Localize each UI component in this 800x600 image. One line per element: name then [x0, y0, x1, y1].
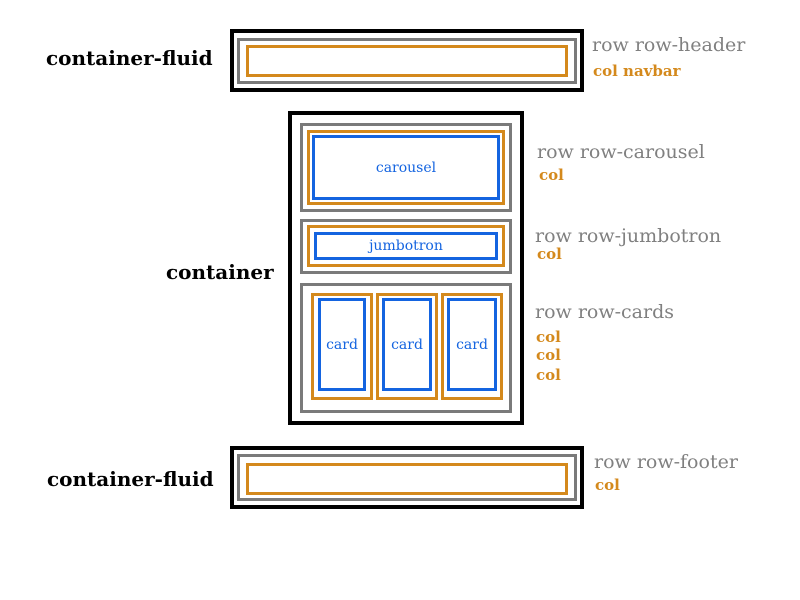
carousel-row-label: row row-carousel [537, 141, 705, 163]
card-col-box: card [376, 293, 438, 400]
card-col-box: card [441, 293, 503, 400]
jumbotron-component: jumbotron [314, 232, 498, 260]
carousel-component: carousel [312, 135, 500, 200]
main-container-label: container [166, 260, 274, 284]
footer-row-label: row row-footer [594, 451, 738, 473]
footer-row-box [237, 454, 577, 501]
footer-col-box [246, 463, 568, 495]
navbar-col-box [246, 45, 568, 77]
card-component: card [447, 298, 497, 391]
carousel-row-box: carousel [300, 123, 512, 212]
header-container-label: container-fluid [46, 46, 213, 70]
header-row-box [237, 38, 577, 84]
jumbotron-col-label: col [537, 245, 562, 263]
jumbotron-row-label: row row-jumbotron [535, 225, 722, 247]
footer-container-box [230, 446, 584, 509]
jumbotron-col-box: jumbotron [307, 225, 505, 267]
card-component: card [318, 298, 366, 391]
cards-row-label: row row-cards [535, 301, 674, 323]
header-container-box [230, 29, 584, 92]
cards-col-label: col [536, 366, 561, 384]
jumbotron-row-box: jumbotron [300, 219, 512, 274]
card-col-box: card [311, 293, 373, 400]
footer-col-label: col [595, 476, 620, 494]
card-component: card [382, 298, 432, 391]
cards-col-label: col [536, 328, 561, 346]
carousel-col-box: carousel [307, 130, 505, 205]
main-container-box: carousel jumbotron card card card [288, 111, 524, 425]
footer-container-label: container-fluid [47, 467, 214, 491]
navbar-col-label: col navbar [593, 62, 681, 80]
cards-row-box: card card card [300, 283, 512, 413]
header-row-label: row row-header [592, 34, 746, 56]
carousel-col-label: col [539, 166, 564, 184]
cards-col-label: col [536, 346, 561, 364]
